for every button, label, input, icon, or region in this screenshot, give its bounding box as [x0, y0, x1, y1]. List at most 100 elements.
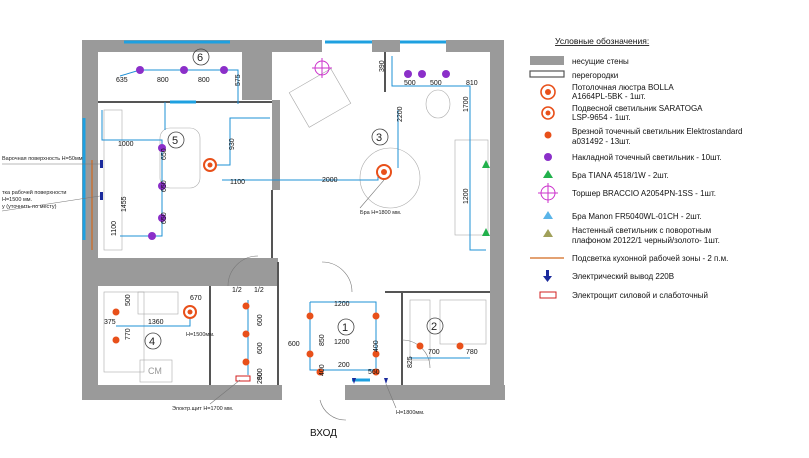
- dim-1100b: 1100: [111, 221, 118, 236]
- note-work-surface: Варочная поверхность H=50мм: [2, 156, 83, 162]
- legend-pendant-2: LSP-9654 - 1шт.: [572, 113, 631, 122]
- dimensions: 635 800 800 575 1000 650 650 650 930 110…: [104, 60, 478, 384]
- dim-1200b: 1200: [334, 339, 350, 346]
- pendant-light: [183, 158, 217, 319]
- room-number-5: 5: [172, 135, 178, 147]
- note-sconce-height: Бра H=1800 мм.: [360, 210, 402, 216]
- room-number-1: 1: [342, 322, 348, 334]
- dim-560: 560: [368, 369, 380, 376]
- load-bearing-walls: [82, 40, 505, 400]
- legend-recessed-2: a031492 - 13шт.: [572, 137, 631, 146]
- legend-tiana: Бра TIANA 4518/1W - 2шт.: [572, 171, 669, 180]
- dim-810: 810: [466, 80, 478, 87]
- dim-290: 290: [257, 372, 264, 384]
- dim-650c: 650: [161, 212, 168, 224]
- dim-1200-living: 1200: [463, 188, 470, 204]
- dim-770: 770: [125, 328, 132, 340]
- dim-825: 825: [407, 356, 414, 368]
- note-work-top-2: H=1500 мм.: [2, 197, 33, 203]
- legend: Условные обозначения: несущие стены пере…: [529, 36, 742, 300]
- legend-kitchen-light: Подсветка кухонной рабочей зоны - 2 п.м.: [572, 254, 728, 263]
- legend-partitions: перегородки: [572, 71, 618, 80]
- dim-400a: 400: [319, 364, 326, 376]
- legend-shield-icon: [539, 291, 557, 299]
- note-shield: Элоктр.щит H=1700 мм.: [172, 406, 234, 412]
- legend-manon-icon: [543, 211, 553, 219]
- dim-375: 375: [104, 319, 116, 326]
- dim-1360: 1360: [148, 319, 164, 326]
- electric-shield: [235, 375, 251, 382]
- dim-half-b: 1/2: [254, 287, 264, 294]
- legend-shield: Электрощит силовой и слаботочный: [572, 291, 708, 300]
- legend-surface-spot: Накладной точечный светильник - 10шт.: [572, 153, 722, 162]
- dim-500-bath: 500: [125, 294, 132, 306]
- legend-manon: Бра Manon FR5040WL-01CH - 2шт.: [572, 212, 702, 221]
- partitions: [98, 52, 490, 385]
- legend-wall-swatch: [530, 56, 564, 65]
- electric-outlets: [100, 160, 388, 384]
- dim-1455: 1455: [121, 196, 128, 212]
- note-door-height: H=1800мм.: [396, 410, 425, 416]
- dim-780: 780: [466, 349, 478, 356]
- entrance: ВХОД: [310, 428, 337, 439]
- dim-2200: 2200: [397, 106, 404, 122]
- dim-500b: 500: [430, 80, 442, 87]
- legend-recessed-1: Врезной точечный светильник Elektrostand…: [572, 127, 742, 136]
- room-number-2: 2: [431, 321, 437, 333]
- tiana-sconces: [482, 160, 490, 236]
- legend-chandelier-2: A1664PL-5BK - 1шт.: [572, 92, 646, 101]
- dim-1000: 1000: [118, 141, 134, 148]
- legend-title: Условные обозначения:: [555, 36, 649, 46]
- washing-machine-label: СМ: [148, 366, 162, 376]
- dim-600b: 600: [257, 342, 264, 354]
- ceiling-chandelier: [376, 164, 392, 180]
- legend-outlet: Электрический вывод 220В: [572, 272, 674, 281]
- legend-walls: несущие стены: [572, 57, 629, 66]
- note-bath-height: H=1500мм.: [186, 332, 215, 338]
- dim-600a: 600: [257, 314, 264, 326]
- legend-floor-lamp-icon: [538, 183, 558, 203]
- dim-850: 850: [319, 334, 326, 346]
- dim-1700: 1700: [463, 96, 470, 112]
- dim-half-a: 1/2: [232, 287, 242, 294]
- legend-surface-spot-icon: [544, 153, 552, 161]
- dim-390: 390: [379, 60, 386, 72]
- room-number-3: 3: [376, 132, 382, 144]
- dim-1100: 1100: [230, 179, 245, 186]
- note-work-top-1: тка рабочей поверхности: [2, 189, 67, 196]
- dim-800a: 800: [157, 77, 169, 84]
- dim-500a: 500: [404, 80, 416, 87]
- room-number-4: 4: [149, 336, 155, 348]
- dim-600-hall: 600: [288, 341, 300, 348]
- legend-outlet-icon: [543, 270, 552, 282]
- dim-930: 930: [229, 138, 236, 150]
- legend-partition-swatch: [529, 70, 565, 78]
- room-fills: [98, 52, 490, 385]
- dim-700: 700: [428, 349, 440, 356]
- legend-tiana-icon: [543, 170, 553, 178]
- entrance-label: ВХОД: [310, 428, 337, 439]
- dim-575: 575: [235, 74, 242, 86]
- room-numbers: 6 5 3 4 1 2: [144, 48, 444, 350]
- dim-2000: 2000: [322, 177, 338, 184]
- dim-1200a: 1200: [334, 301, 350, 308]
- dim-400b: 400: [373, 340, 380, 352]
- dim-600c: 600: [257, 368, 264, 380]
- legend-wall-lamp-icon: [543, 229, 553, 237]
- floor-lamp: [312, 58, 332, 78]
- dim-635: 635: [116, 77, 128, 84]
- dim-200: 200: [338, 362, 350, 369]
- furniture: [103, 68, 489, 383]
- dim-800b: 800: [198, 77, 210, 84]
- dim-670: 670: [190, 295, 202, 302]
- room-number-6: 6: [197, 52, 203, 64]
- legend-recessed-icon: [544, 131, 552, 139]
- surface-spot-lights: [136, 66, 450, 240]
- plan-notes: Варочная поверхность H=50мм тка рабочей …: [1, 156, 425, 416]
- dim-650a: 650: [161, 148, 168, 160]
- legend-pendant-1: Подвесной светильник SARATOGA: [572, 104, 703, 113]
- legend-wall-lamp-1: Настенный светильник с поворотным: [572, 226, 711, 235]
- dim-650b: 650: [161, 180, 168, 192]
